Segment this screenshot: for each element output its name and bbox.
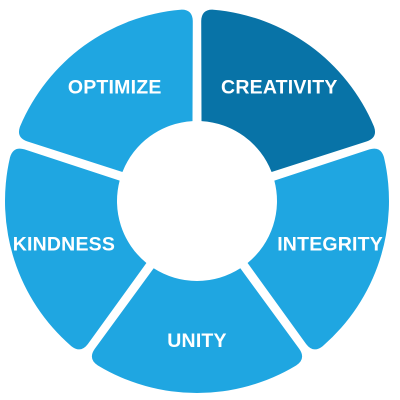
segment-creativity-shape [201, 9, 376, 173]
segment-optimize-shape [18, 9, 193, 173]
segment-unity: UNITY [91, 268, 303, 393]
segment-unity-shape [91, 268, 303, 393]
segment-creativity: CREATIVITY [201, 9, 376, 173]
segment-creativity-label: CREATIVITY [221, 77, 337, 99]
segment-integrity-label: INTEGRITY [277, 233, 383, 255]
segment-optimize-label: OPTIMIZE [68, 77, 162, 99]
segment-kindness: KINDNESS [5, 148, 147, 350]
segment-unity-label: UNITY [167, 330, 227, 352]
segment-integrity-shape [247, 148, 389, 350]
segment-integrity: INTEGRITY [247, 148, 389, 350]
segment-optimize: OPTIMIZE [18, 9, 193, 173]
segment-kindness-label: KINDNESS [13, 233, 115, 255]
segment-kindness-shape [5, 148, 147, 350]
